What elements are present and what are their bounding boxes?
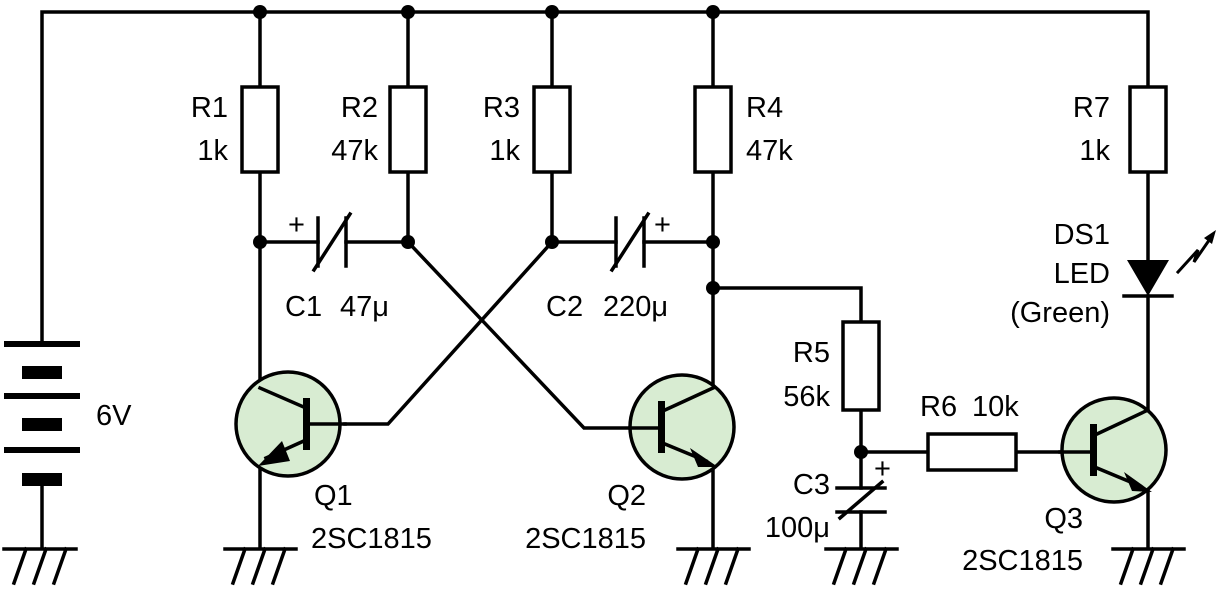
capacitor-c3 xyxy=(835,479,887,521)
resistor-r7-body xyxy=(1128,85,1168,174)
resistor-r4-body xyxy=(693,85,733,174)
capacitor-c2 xyxy=(609,211,651,273)
junctions xyxy=(253,5,868,459)
led-type-label: LED xyxy=(1054,258,1110,290)
r5-ref-label: R5 xyxy=(793,337,830,369)
resistor-bodies xyxy=(240,85,1168,472)
battery-plate xyxy=(4,341,80,347)
c2-polarity-label: + xyxy=(654,209,671,241)
cross-to-q2-base xyxy=(405,239,632,430)
cross-to-q1-base xyxy=(343,239,555,426)
battery-plate xyxy=(22,366,62,379)
battery-plate xyxy=(4,393,80,399)
battery xyxy=(4,341,80,486)
r1-ref-label: R1 xyxy=(191,92,228,124)
r1-value-label: 1k xyxy=(197,135,228,167)
r3-ref-label: R3 xyxy=(483,92,520,124)
led-ref-label: DS1 xyxy=(1054,219,1110,251)
q3-part-label: 2SC1815 xyxy=(962,545,1083,577)
transistor-q2 xyxy=(628,373,736,481)
junction-dot xyxy=(401,5,415,19)
c1-value-label: 47μ xyxy=(340,291,389,323)
junction-dot xyxy=(706,5,720,19)
c3-polarity-label: + xyxy=(874,453,891,485)
battery-plate xyxy=(22,418,62,431)
battery-plate xyxy=(22,473,62,486)
ground-icon xyxy=(676,546,751,586)
battery-plate xyxy=(4,447,80,453)
resistor-r5-body xyxy=(841,320,881,412)
r5-value-label: 56k xyxy=(783,381,830,413)
r2-value-label: 47k xyxy=(331,135,378,167)
junction-dot xyxy=(253,5,267,19)
r6-value-label: 10k xyxy=(972,391,1019,423)
junction-dot xyxy=(253,235,267,249)
q2-part-label: 2SC1815 xyxy=(525,523,646,555)
c2-ref-label: C2 xyxy=(546,291,583,323)
ground-icon xyxy=(824,546,899,586)
wires xyxy=(40,10,1150,549)
r7-value-label: 1k xyxy=(1079,135,1110,167)
ground-icon xyxy=(2,546,78,586)
r7-ref-label: R7 xyxy=(1073,92,1110,124)
resistor-r6-body xyxy=(926,432,1018,472)
junction-dot xyxy=(854,445,868,459)
light-emission-icon xyxy=(1175,233,1215,275)
junction-dot xyxy=(545,235,559,249)
ground-symbols xyxy=(2,546,1186,586)
c2-value-label: 220μ xyxy=(603,291,668,323)
transistor-q1 xyxy=(234,370,347,478)
junction-dot xyxy=(545,5,559,19)
r4-ref-label: R4 xyxy=(746,92,783,124)
supply-rail xyxy=(40,10,1150,347)
transistor-q3-circle xyxy=(1060,396,1168,504)
r3-value-label: 1k xyxy=(489,135,520,167)
resistor-r3-body xyxy=(532,85,572,174)
capacitor-c1 xyxy=(311,211,353,273)
led-triangle xyxy=(1127,260,1169,296)
q2-ref-label: Q2 xyxy=(607,480,646,512)
led-ds1 xyxy=(1122,230,1216,298)
c1-polarity-label: + xyxy=(288,209,305,241)
junction-dot xyxy=(706,235,720,249)
c3-ref-label: C3 xyxy=(793,469,830,501)
labels: 6V R1 1k R2 47k R3 1k R4 47k R5 56k R6 1… xyxy=(96,92,1110,577)
output-tap xyxy=(711,286,863,324)
transistor-q3 xyxy=(1058,396,1168,504)
ground-icon xyxy=(223,546,298,586)
junction-dot xyxy=(401,235,415,249)
resistor-r1-body xyxy=(240,85,280,174)
q1-part-label: 2SC1815 xyxy=(311,523,432,555)
ground-icon xyxy=(1111,546,1186,586)
r2-ref-label: R2 xyxy=(341,92,378,124)
resistor-r2-body xyxy=(388,85,428,174)
c1-ref-label: C1 xyxy=(285,291,322,323)
battery-voltage-label: 6V xyxy=(96,400,132,432)
r4-value-label: 47k xyxy=(746,135,793,167)
junction-dot xyxy=(706,281,720,295)
q3-ref-label: Q3 xyxy=(1044,503,1083,535)
r6-ref-label: R6 xyxy=(920,391,957,423)
c3-value-label: 100μ xyxy=(765,512,830,544)
led-color-label: (Green) xyxy=(1010,297,1110,329)
q1-ref-label: Q1 xyxy=(314,480,353,512)
